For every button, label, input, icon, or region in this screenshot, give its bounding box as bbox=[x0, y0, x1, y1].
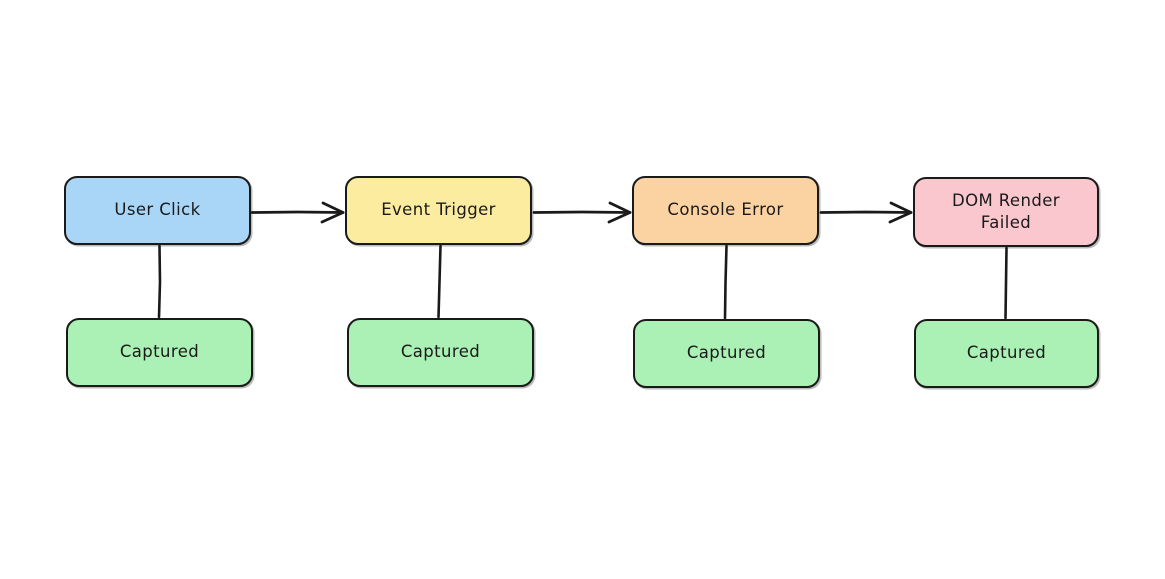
node-user-click-label: User Click bbox=[114, 200, 201, 220]
arrow-event-trigger-to-console-error bbox=[532, 201, 632, 224]
arrow-user-click-to-event-trigger bbox=[250, 201, 345, 224]
connector-event-trigger-to-captured bbox=[437, 244, 442, 319]
node-captured-2[interactable]: Captured bbox=[347, 318, 534, 387]
node-captured-3-label: Captured bbox=[686, 343, 767, 363]
node-captured-4[interactable]: Captured bbox=[914, 319, 1099, 388]
connector-dom-render-failed-to-captured bbox=[1004, 246, 1008, 320]
arrow-console-error-to-dom-render-failed bbox=[819, 201, 913, 224]
node-console-error[interactable]: Console Error bbox=[632, 176, 819, 245]
connector-console-error-to-captured bbox=[723, 244, 728, 320]
node-captured-3[interactable]: Captured bbox=[633, 319, 820, 388]
node-captured-2-label: Captured bbox=[400, 342, 481, 362]
node-dom-render-failed[interactable]: DOM Render Failed bbox=[913, 177, 1099, 247]
connector-user-click-to-captured bbox=[157, 244, 162, 319]
node-captured-1[interactable]: Captured bbox=[66, 318, 253, 387]
node-captured-1-label: Captured bbox=[119, 342, 200, 362]
node-dom-render-failed-label: DOM Render Failed bbox=[952, 190, 1060, 232]
node-user-click[interactable]: User Click bbox=[64, 176, 251, 245]
node-event-trigger-label: Event Trigger bbox=[381, 200, 496, 220]
node-captured-4-label: Captured bbox=[966, 343, 1047, 363]
node-console-error-label: Console Error bbox=[667, 200, 784, 220]
node-event-trigger[interactable]: Event Trigger bbox=[345, 176, 532, 245]
